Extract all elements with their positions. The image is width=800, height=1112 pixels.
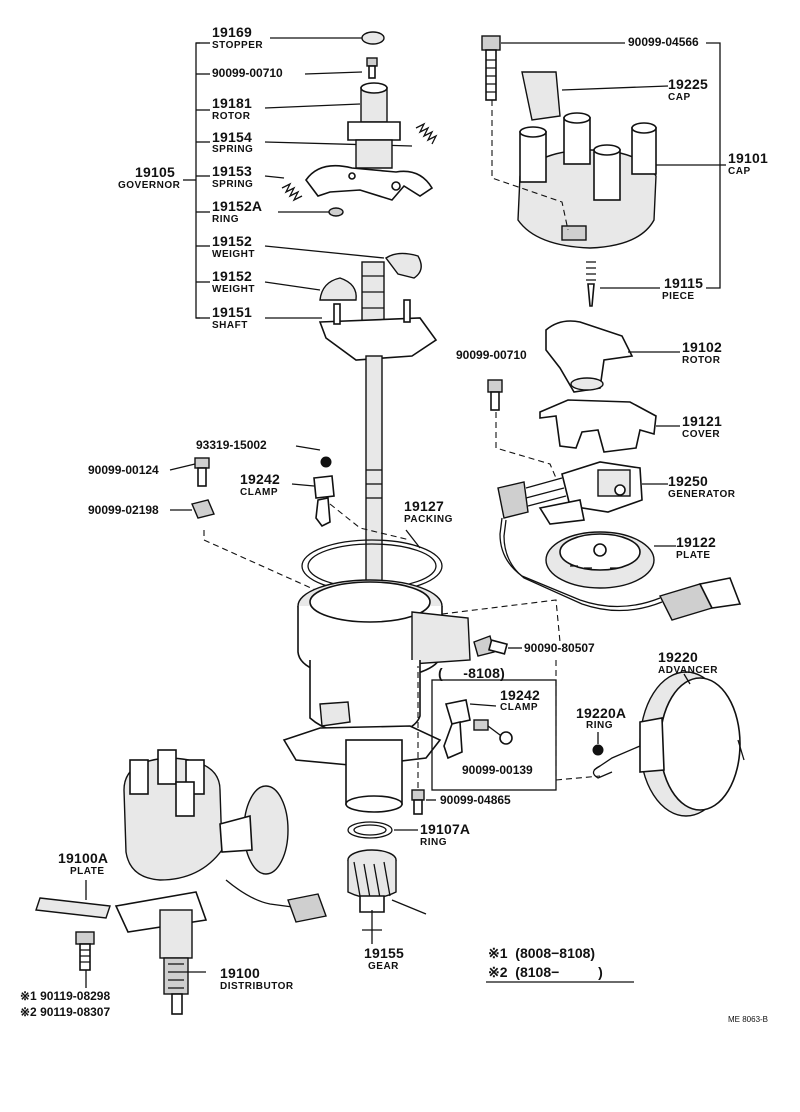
advancer-part bbox=[592, 671, 745, 817]
label-19100A-num: 19100A bbox=[58, 850, 109, 866]
springs-part bbox=[281, 122, 438, 202]
note-2: ※2 (8108− ) bbox=[488, 964, 603, 980]
label-19250-num: 19250 bbox=[668, 473, 708, 489]
label-19102-num: 19102 bbox=[682, 339, 722, 355]
cap-screw-part bbox=[481, 35, 501, 101]
label-19121-num: 19121 bbox=[682, 413, 722, 429]
small-block-part bbox=[191, 499, 215, 519]
stopper-part bbox=[361, 31, 385, 45]
label-19127-name: PACKING bbox=[404, 514, 453, 525]
rotor-part bbox=[545, 320, 634, 393]
housing-part bbox=[282, 579, 471, 813]
label-19220A-num: 19220A bbox=[576, 705, 627, 721]
label-19105-num: 19105 bbox=[135, 164, 175, 180]
label-90099-02198: 90099-02198 bbox=[88, 503, 159, 517]
shaft-part bbox=[318, 261, 438, 617]
ring-advancer-part bbox=[592, 744, 604, 756]
ring-107A-part bbox=[347, 821, 393, 839]
label-19154-num: 19154 bbox=[212, 129, 252, 145]
label-90099-00710-mid: 90099-00710 bbox=[456, 348, 527, 362]
label-90099-04865: 90099-04865 bbox=[440, 793, 511, 807]
label-19127-num: 19127 bbox=[404, 498, 444, 514]
label-90119-08307: ※2 90119-08307 bbox=[20, 1005, 111, 1019]
label-19152-b-num: 19152 bbox=[212, 268, 252, 284]
generator-part bbox=[497, 461, 663, 612]
label-19151-num: 19151 bbox=[212, 304, 252, 320]
plate-part bbox=[545, 531, 655, 589]
label-19100-num: 19100 bbox=[220, 965, 260, 981]
label-19100-name: DISTRIBUTOR bbox=[220, 981, 294, 992]
clamp-a-part bbox=[313, 456, 335, 528]
piece-part bbox=[586, 261, 596, 307]
label-19152-a-name: WEIGHT bbox=[212, 249, 255, 260]
assembled-distributor bbox=[114, 749, 327, 1015]
label-19250-name: GENERATOR bbox=[668, 489, 736, 500]
bolt-08298-part bbox=[75, 931, 95, 971]
label-19122-num: 19122 bbox=[676, 534, 716, 550]
label-19242-b-name: CLAMP bbox=[500, 702, 539, 713]
label-19102-name: ROTOR bbox=[682, 355, 721, 366]
label-19115-name: PIECE bbox=[662, 291, 695, 302]
label-19169-name: STOPPER bbox=[212, 40, 264, 51]
label-19100A-name: PLATE bbox=[70, 866, 105, 877]
label-19220-name: ADVANCER bbox=[658, 665, 718, 676]
detail-box bbox=[431, 679, 557, 791]
cover-part bbox=[539, 399, 657, 453]
cap-bracket bbox=[501, 42, 726, 289]
label-19107A-name: RING bbox=[420, 837, 447, 848]
screw-04865-part bbox=[411, 789, 425, 815]
label-90099-00710-top: 90099-00710 bbox=[212, 66, 283, 80]
label-19169-num: 19169 bbox=[212, 24, 252, 40]
label-19225-num: 19225 bbox=[668, 76, 708, 92]
label-19155-num: 19155 bbox=[364, 945, 404, 961]
label-19153-num: 19153 bbox=[212, 163, 252, 179]
label-19152-b-name: WEIGHT bbox=[212, 284, 255, 295]
cap-part bbox=[517, 71, 657, 249]
label-19153-name: SPRING bbox=[212, 179, 254, 190]
weight-parts bbox=[319, 252, 422, 301]
drawing-code: ME 8063-B bbox=[728, 1015, 769, 1024]
label-19115-num: 19115 bbox=[664, 275, 704, 291]
label-90099-04566: 90099-04566 bbox=[628, 35, 699, 49]
label-19152-a-num: 19152 bbox=[212, 233, 252, 249]
label-90099-00139: 90099-00139 bbox=[462, 763, 533, 777]
label-19101-num: 19101 bbox=[728, 150, 768, 166]
label-19155-name: GEAR bbox=[368, 961, 399, 972]
label-90090-80507: 90090-80507 bbox=[524, 641, 595, 655]
label-19151-name: SHAFT bbox=[212, 320, 248, 331]
label-19105-name: GOVERNOR bbox=[118, 180, 181, 191]
label-19225-name: CAP bbox=[668, 92, 691, 103]
label-19220A-name: RING bbox=[586, 720, 613, 731]
cap-dashes bbox=[491, 100, 569, 231]
screw-00124-part bbox=[194, 457, 210, 487]
note-1: ※1 (8008−8108) bbox=[488, 945, 596, 961]
label-19220-num: 19220 bbox=[658, 649, 698, 665]
label-19121-name: COVER bbox=[682, 429, 721, 440]
label-93319-15002: 93319-15002 bbox=[196, 438, 267, 452]
label-19101-name: CAP bbox=[728, 166, 751, 177]
label-19152A-num: 19152A bbox=[212, 198, 263, 214]
governor-rotor-part bbox=[305, 82, 434, 201]
plate-19100A-part bbox=[35, 897, 111, 919]
connector-part bbox=[659, 577, 742, 621]
gear-part bbox=[347, 849, 427, 915]
label-90099-00124: 90099-00124 bbox=[88, 463, 159, 477]
bolt-80507-part bbox=[473, 635, 509, 657]
label-19181-num: 19181 bbox=[212, 95, 252, 111]
label-19154-name: SPRING bbox=[212, 144, 254, 155]
screw-top-part bbox=[366, 57, 378, 79]
ring-small-part bbox=[328, 207, 344, 217]
label-19242-a-num: 19242 bbox=[240, 471, 280, 487]
label-19107A-num: 19107A bbox=[420, 821, 471, 837]
label-19242-b-num: 19242 bbox=[500, 687, 540, 703]
label-box-range: ( -8108) bbox=[438, 665, 505, 681]
label-19242-a-name: CLAMP bbox=[240, 487, 279, 498]
label-19181-name: ROTOR bbox=[212, 111, 251, 122]
screw-mid-part bbox=[487, 379, 503, 411]
label-19152A-name: RING bbox=[212, 214, 239, 225]
label-19122-name: PLATE bbox=[676, 550, 711, 561]
governor-bracket bbox=[183, 42, 210, 319]
label-90119-08298: ※1 90119-08298 bbox=[20, 989, 111, 1003]
